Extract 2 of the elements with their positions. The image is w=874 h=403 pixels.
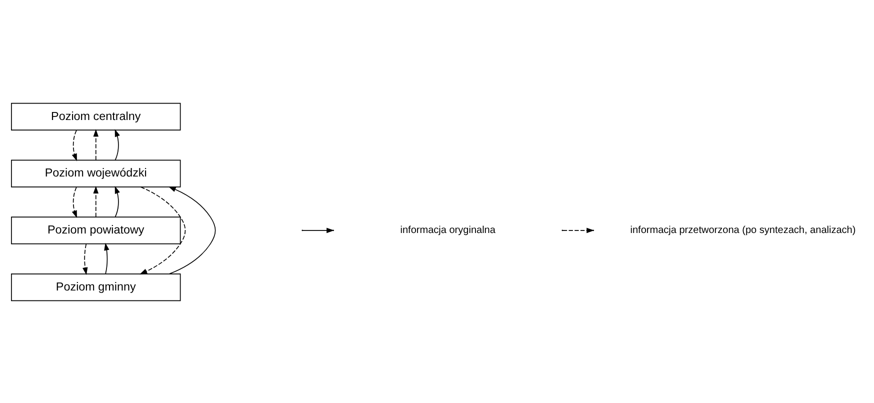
legend-label: informacja przetworzona (po syntezach, analizach): [630, 224, 856, 236]
legend-label: informacja oryginalna: [400, 224, 496, 236]
